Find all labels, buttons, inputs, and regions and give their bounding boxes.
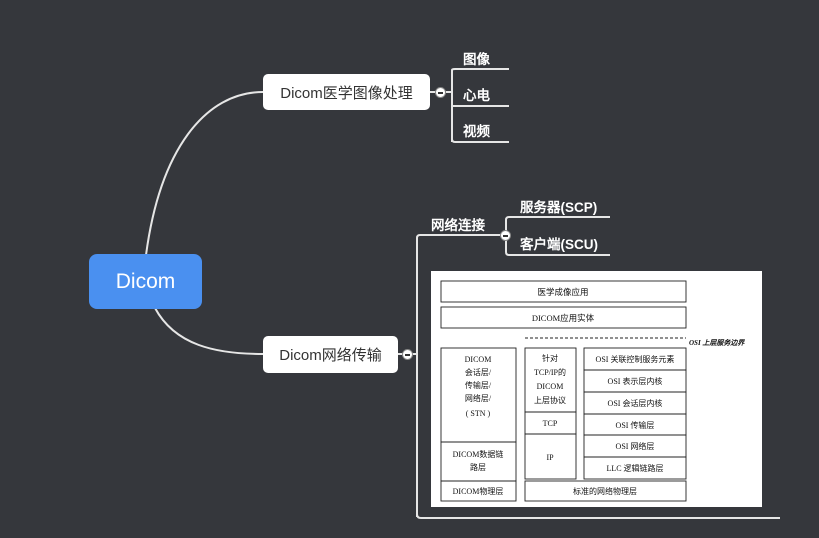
right-row-5: OSI 网络层 bbox=[616, 441, 655, 451]
dicom-protocol-stack-image[interactable]: 医学成像应用 DICOM应用实体 OSI 上层服务边界 DICOM 会话层/ 传… bbox=[431, 271, 762, 507]
leaf-server-scp[interactable]: 服务器(SCP) bbox=[520, 200, 598, 215]
root-label: Dicom bbox=[115, 269, 176, 293]
connector-root-branch2 bbox=[154, 307, 264, 355]
right-row-3: OSI 会话层内核 bbox=[608, 398, 663, 408]
osi-boundary-label: OSI 上层服务边界 bbox=[689, 338, 745, 347]
leaf-video[interactable]: 视频 bbox=[463, 124, 490, 139]
right-row-2: OSI 表示层内核 bbox=[608, 376, 663, 386]
branch-network-transfer-label: Dicom网络传输 bbox=[279, 347, 382, 364]
left-upper-line-3: 传输层/ bbox=[465, 380, 492, 390]
protocol-stack-diagram: 医学成像应用 DICOM应用实体 OSI 上层服务边界 DICOM 会话层/ 传… bbox=[440, 280, 745, 502]
left-upper-line-5: ( STN ) bbox=[466, 409, 491, 418]
branch-image-processing[interactable]: Dicom医学图像处理 bbox=[263, 74, 430, 110]
mid-tcp-label: TCP bbox=[543, 419, 558, 428]
collapse-network-button[interactable] bbox=[500, 230, 511, 241]
left-upper-line-1: DICOM bbox=[465, 355, 492, 364]
bottom-row-label: 标准的网络物理层 bbox=[573, 486, 637, 496]
right-row-4: OSI 传输层 bbox=[616, 420, 655, 430]
right-row-1: OSI 关联控制服务元素 bbox=[596, 354, 675, 364]
branch-image-processing-label: Dicom医学图像处理 bbox=[280, 84, 413, 102]
right-row-6: LLC 逻辑链路层 bbox=[606, 463, 663, 473]
sub-network-connection[interactable]: 网络连接 bbox=[431, 218, 485, 233]
connector-root-branch1 bbox=[145, 91, 264, 256]
leaf-client-scu[interactable]: 客户端(SCU) bbox=[520, 237, 598, 252]
collapse-branch1-button[interactable] bbox=[435, 87, 446, 98]
left-middle-line-2: 路层 bbox=[470, 462, 486, 472]
mid-upper-line-1: 针对 bbox=[542, 353, 558, 363]
mid-ip-label: IP bbox=[546, 453, 554, 462]
collapse-branch2-button[interactable] bbox=[402, 349, 413, 360]
mid-upper-line-3: DICOM bbox=[537, 382, 564, 391]
row-medical-imaging-app: 医学成像应用 bbox=[537, 287, 588, 297]
mid-upper-line-2: TCP/IP的 bbox=[534, 367, 566, 377]
branch-network-transfer[interactable]: Dicom网络传输 bbox=[263, 336, 398, 373]
left-bottom-label: DICOM物理层 bbox=[453, 486, 504, 496]
mid-upper-line-4: 上层协议 bbox=[534, 395, 566, 405]
root-node[interactable]: Dicom bbox=[89, 254, 202, 309]
left-upper-line-2: 会话层/ bbox=[465, 367, 492, 377]
left-upper-line-4: 网络层/ bbox=[465, 393, 492, 403]
leaf-image[interactable]: 图像 bbox=[463, 52, 490, 67]
row-dicom-entity: DICOM应用实体 bbox=[532, 313, 595, 323]
left-middle-line-1: DICOM数据链 bbox=[453, 449, 504, 459]
leaf-ecg[interactable]: 心电 bbox=[463, 88, 490, 103]
